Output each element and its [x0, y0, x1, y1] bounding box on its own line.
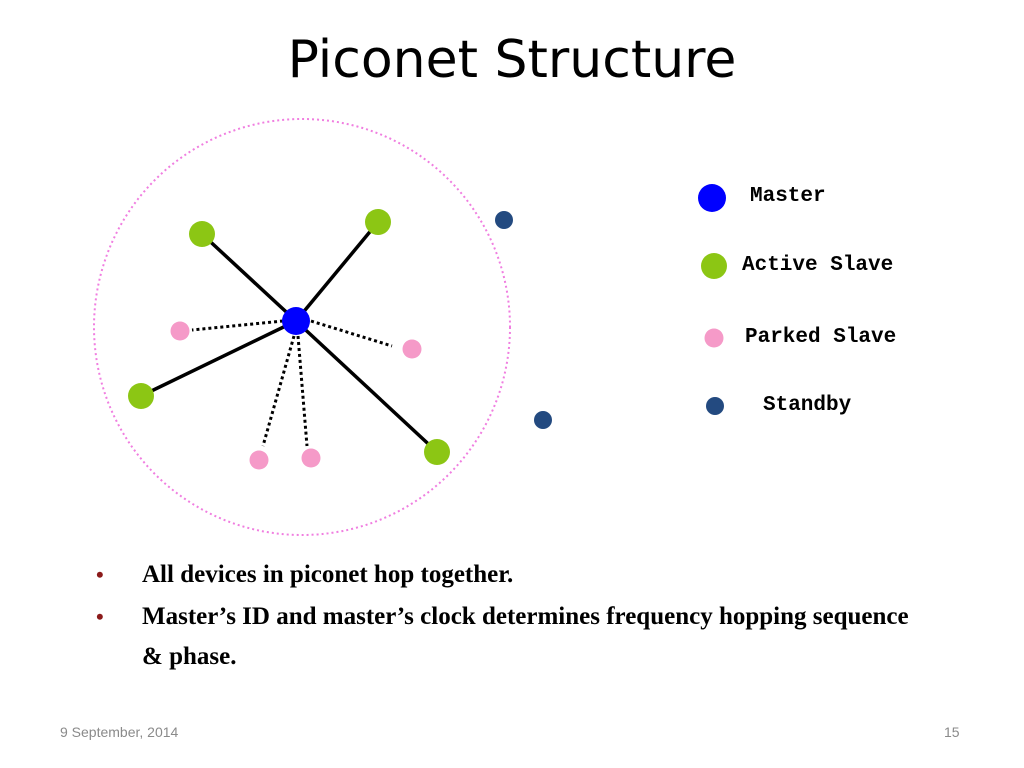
master-node: [282, 307, 310, 335]
legend-active-slave-icon: [701, 253, 727, 279]
parked-slave-node: [301, 448, 321, 468]
standby-node: [534, 411, 552, 429]
bullet-marker: •: [96, 604, 104, 629]
bullet-text: All devices in piconet hop together.: [142, 561, 514, 588]
legend-parked-slave-icon: [704, 328, 724, 348]
legend-master-icon: [698, 184, 726, 212]
bullet-item: • Master’s ID and master’s clock determi…: [92, 597, 932, 677]
parked-link: [191, 319, 284, 332]
legend-standby-icon: [706, 397, 724, 415]
bullet-marker: •: [96, 562, 104, 587]
legend-standby-label: Standby: [763, 394, 852, 417]
active-link: [294, 319, 439, 454]
bullet-item: • All devices in piconet hop together.: [92, 555, 932, 595]
legend-active-slave-label: Active Slave: [742, 254, 894, 277]
active-link: [200, 232, 298, 323]
active-slave-node: [128, 383, 154, 409]
bullet-list: • All devices in piconet hop together. •…: [92, 555, 932, 677]
slide-date: 9 September, 2014: [60, 724, 179, 740]
active-link: [294, 220, 380, 323]
parked-link: [296, 335, 309, 447]
active-slave-node: [424, 439, 450, 465]
parked-slave-node: [249, 450, 269, 470]
active-link: [140, 319, 297, 398]
parked-link: [310, 319, 393, 348]
slide-title: Piconet Structure: [287, 30, 737, 90]
parked-link: [261, 335, 296, 447]
slide-page-number: 15: [944, 724, 960, 740]
legend-master-label: Master: [750, 185, 826, 208]
legend-parked-slave-label: Parked Slave: [745, 326, 897, 349]
standby-node: [495, 211, 513, 229]
active-slave-node: [189, 221, 215, 247]
active-slave-node: [365, 209, 391, 235]
piconet-range-circle: [93, 118, 511, 536]
parked-slave-node: [402, 339, 422, 359]
parked-slave-node: [170, 321, 190, 341]
bullet-text: Master’s ID and master’s clock determine…: [142, 603, 909, 670]
